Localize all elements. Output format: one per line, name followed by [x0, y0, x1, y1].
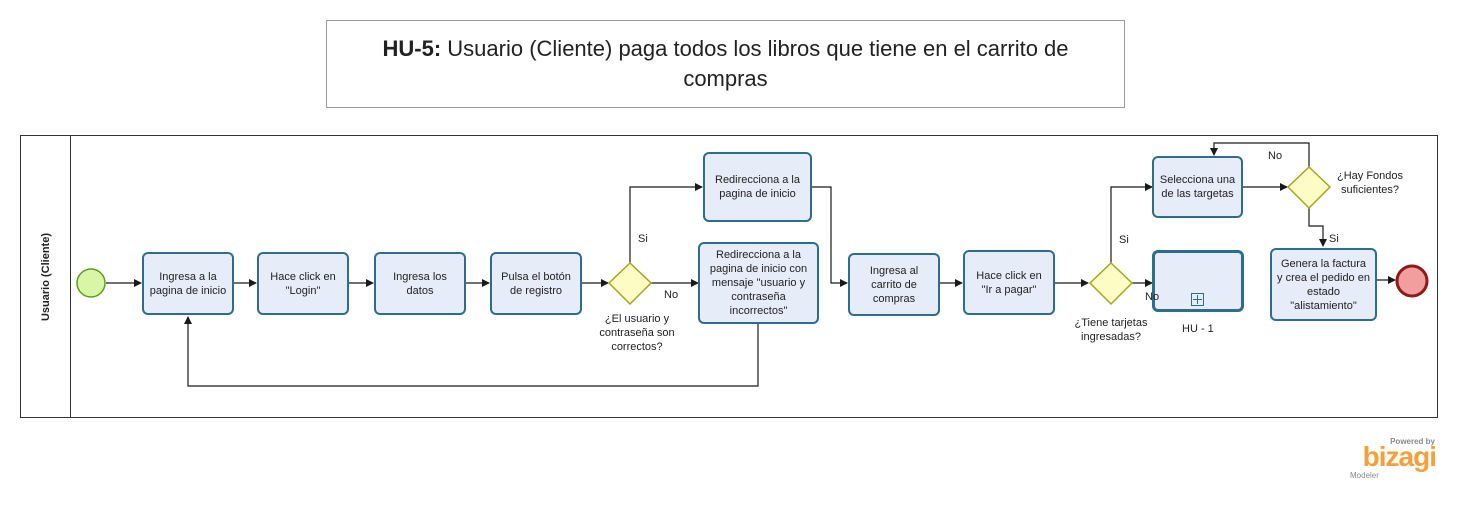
gateway-funds: [1286, 165, 1332, 210]
flow-label-g2-no: No: [1145, 291, 1160, 303]
subprocess-label: HU - 1: [1182, 323, 1214, 335]
end-event: [1395, 264, 1429, 298]
start-event: [76, 268, 106, 298]
subprocess-hu-1: [1152, 250, 1244, 312]
flow-t5-t7: [812, 186, 848, 287]
task-genera-factura: Genera la factura y crea el pedido en es…: [1270, 248, 1377, 321]
gateway-credentials-label: ¿El usuario y contraseña son correctos?: [599, 313, 675, 353]
gateway-cards-label: ¿Tiene tarjetas ingresadas?: [1074, 317, 1148, 343]
powered-by-text: Powered by: [1390, 437, 1435, 446]
flow-label-g1-yes: Si: [638, 233, 648, 245]
flow-g3-t9: [1210, 142, 1310, 167]
gateway-funds-label: ¿Hay Fondos suficientes?: [1336, 170, 1404, 196]
flow-t6-t1: [184, 316, 759, 387]
task-selecciona-tarjeta: Selecciona una de las targetas: [1152, 156, 1243, 218]
modeler-text: Modeler: [1350, 471, 1379, 480]
task-redirecciona-error: Redirecciona a la pagina de inicio con m…: [698, 242, 819, 324]
title-id: HU-5:: [382, 36, 442, 61]
bizagi-logo: bizagi: [1362, 441, 1437, 472]
diagram-title-text: HU-5: Usuario (Cliente) paga todos los l…: [341, 34, 1110, 94]
flow-label-g1-no: No: [664, 289, 679, 301]
gateway-cards: [1088, 261, 1134, 306]
gateway-credentials: [607, 261, 653, 306]
collapsed-subprocess-plus-icon: [1191, 293, 1204, 306]
lane-header: Usuario (Cliente): [21, 136, 71, 417]
title-description: Usuario (Cliente) paga todos los libros …: [447, 36, 1069, 91]
task-redirecciona-inicio: Redirecciona a la pagina de inicio: [703, 152, 812, 222]
task-click-login: Hace click en "Login": [257, 252, 349, 315]
task-pulsa-registro: Pulsa el botón de registro: [490, 252, 582, 315]
flow-label-g3-yes: Si: [1329, 233, 1339, 245]
task-ingresa-carrito: Ingresa al carrito de compras: [848, 253, 940, 316]
flow-label-g3-no: No: [1268, 150, 1283, 162]
flow-g3-t10: [1308, 208, 1327, 247]
flow-label-g2-yes: Si: [1119, 234, 1129, 246]
flow-g1-t5: [629, 183, 703, 263]
diagram-title: HU-5: Usuario (Cliente) paga todos los l…: [326, 20, 1125, 108]
task-ingresa-datos: Ingresa los datos: [374, 252, 466, 315]
task-click-ir-pagar: Hace click en "Ir a pagar": [963, 250, 1055, 315]
task-ingresa-pagina-inicio: Ingresa a la pagina de inicio: [142, 252, 234, 315]
flow-g2-t9: [1110, 183, 1153, 263]
